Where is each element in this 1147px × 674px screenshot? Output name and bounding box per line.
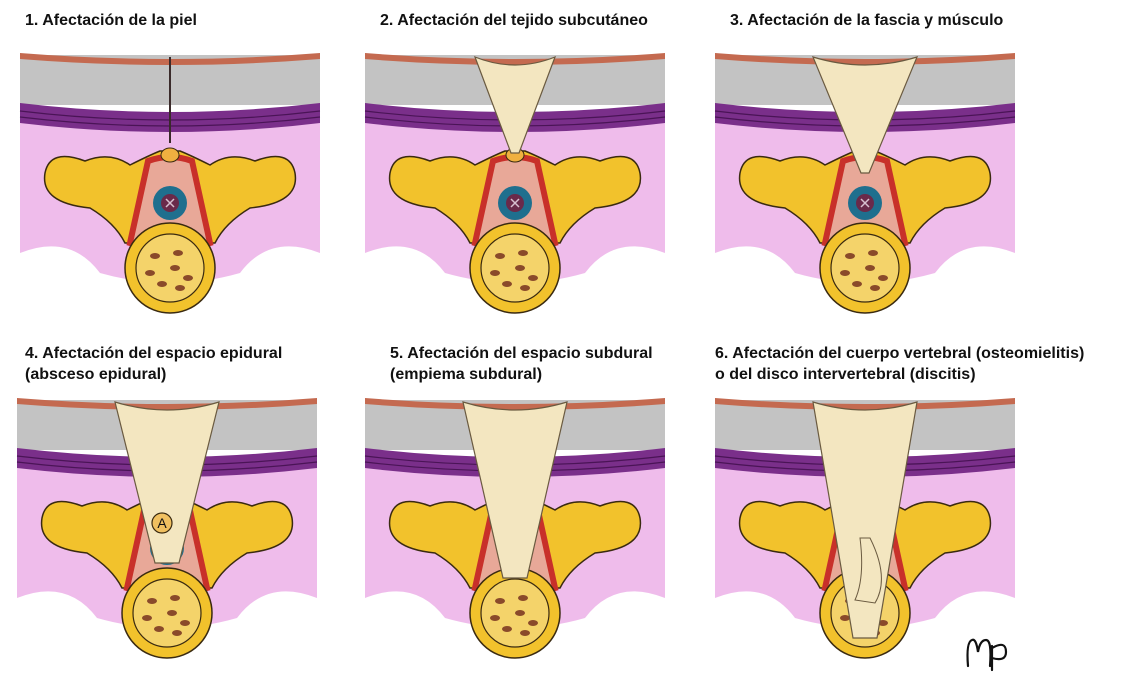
marrow-spot xyxy=(175,285,185,291)
marrow-spot xyxy=(840,615,850,621)
marrow-spot xyxy=(154,626,164,632)
marrow-spot xyxy=(170,265,180,271)
marrow-spot xyxy=(170,595,180,601)
marrow-spot xyxy=(167,610,177,616)
caption-line: 4. Afectación del espacio epidural xyxy=(25,343,282,364)
panel-1: 1. Afectación de la piel xyxy=(5,5,365,335)
marrow-spot xyxy=(878,275,888,281)
marrow-spot xyxy=(147,598,157,604)
abscess-label: A xyxy=(157,515,167,531)
caption-5: 5. Afectación del espacio subdural (empi… xyxy=(390,343,653,385)
marrow-spot xyxy=(868,250,878,256)
caption-2: 2. Afectación del tejido subcutáneo xyxy=(380,10,648,31)
marrow-spot xyxy=(150,253,160,259)
caption-3: 3. Afectación de la fascia y músculo xyxy=(730,10,1003,31)
caption-line: 6. Afectación del cuerpo vertebral (oste… xyxy=(715,343,1084,364)
caption-1: 1. Afectación de la piel xyxy=(25,10,197,31)
panel-5: 5. Afectación del espacio subdural (empi… xyxy=(355,340,715,670)
spine-cross-section xyxy=(355,43,675,323)
marrow-spot xyxy=(528,275,538,281)
marrow-spot xyxy=(515,610,525,616)
marrow-spot xyxy=(495,253,505,259)
signature xyxy=(962,632,1022,672)
marrow-spot xyxy=(502,626,512,632)
caption-4: 4. Afectación del espacio epidural (absc… xyxy=(25,343,282,385)
marrow-spot xyxy=(845,253,855,259)
marrow-spot xyxy=(518,595,528,601)
marrow-spot xyxy=(490,615,500,621)
spine-cross-section: A xyxy=(7,388,327,668)
spine-cross-section xyxy=(705,43,1025,323)
marrow-spot xyxy=(870,285,880,291)
caption-line: (absceso epidural) xyxy=(25,364,282,385)
marrow-spot xyxy=(173,250,183,256)
marrow-spot xyxy=(520,285,530,291)
marrow-spot xyxy=(865,265,875,271)
spine-cross-section xyxy=(355,388,675,668)
panel-4: 4. Afectación del espacio epidural (absc… xyxy=(5,340,365,670)
marrow-spot xyxy=(840,270,850,276)
spine-cross-section xyxy=(10,43,330,323)
spinous-process xyxy=(161,148,179,162)
caption-line: 2. Afectación del tejido subcutáneo xyxy=(380,10,648,31)
marrow-spot xyxy=(520,630,530,636)
panel-3: 3. Afectación de la fascia y músculo xyxy=(705,5,1065,335)
caption-6: 6. Afectación del cuerpo vertebral (oste… xyxy=(715,343,1084,385)
marrow-spot xyxy=(852,281,862,287)
panel-6: 6. Afectación del cuerpo vertebral (oste… xyxy=(705,340,1145,670)
marrow-spot xyxy=(180,620,190,626)
caption-line: 3. Afectación de la fascia y músculo xyxy=(730,10,1003,31)
marrow-spot xyxy=(528,620,538,626)
marrow-spot xyxy=(172,630,182,636)
marrow-spot xyxy=(145,270,155,276)
caption-line: 5. Afectación del espacio subdural xyxy=(390,343,653,364)
caption-line: (empiema subdural) xyxy=(390,364,653,385)
marrow-spot xyxy=(502,281,512,287)
caption-line: 1. Afectación de la piel xyxy=(25,10,197,31)
marrow-spot xyxy=(157,281,167,287)
marrow-spot xyxy=(515,265,525,271)
caption-line: o del disco intervertebral (discitis) xyxy=(715,364,1084,385)
spine-cross-section xyxy=(705,388,1025,668)
marrow-spot xyxy=(518,250,528,256)
marrow-spot xyxy=(183,275,193,281)
marrow-spot xyxy=(490,270,500,276)
marrow-spot xyxy=(495,598,505,604)
panel-2: 2. Afectación del tejido subcutáneo xyxy=(355,5,715,335)
marrow-spot xyxy=(142,615,152,621)
